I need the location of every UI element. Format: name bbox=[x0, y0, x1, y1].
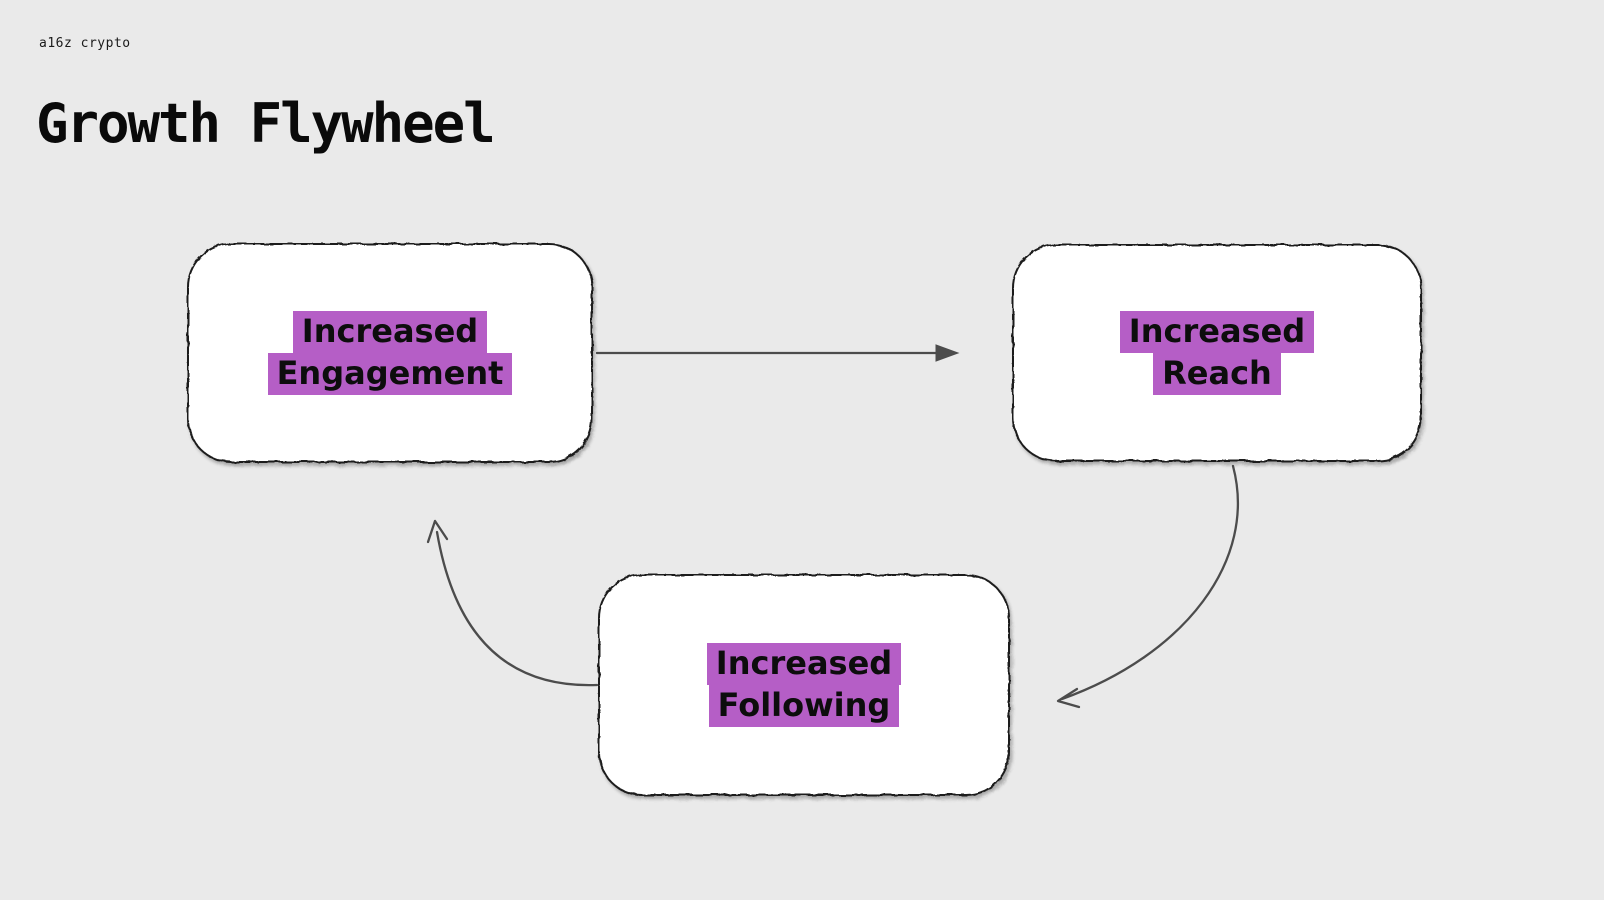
arrowhead-up-icon bbox=[426, 519, 449, 544]
node-label-line: Increased bbox=[1119, 311, 1315, 353]
page-title: Growth Flywheel bbox=[36, 92, 496, 155]
node-label-line: Engagement bbox=[267, 353, 513, 395]
node-increased-reach: Increased Reach bbox=[1012, 244, 1422, 462]
node-label-line: Increased bbox=[706, 643, 902, 685]
node-label-line: Increased bbox=[292, 311, 488, 353]
arrow-reach-to-following bbox=[1056, 464, 1239, 709]
arrow-following-to-engagement bbox=[426, 519, 599, 687]
node-label: Increased Following bbox=[706, 643, 902, 727]
node-label-line: Following bbox=[708, 685, 900, 727]
arrow-engagement-to-reach bbox=[595, 344, 960, 362]
node-label: Increased Reach bbox=[1119, 311, 1315, 395]
node-label-line: Reach bbox=[1153, 353, 1281, 395]
node-label: Increased Engagement bbox=[267, 311, 513, 395]
brand-text: a16z crypto bbox=[39, 36, 131, 51]
arrowhead-right-icon bbox=[935, 344, 960, 362]
node-increased-following: Increased Following bbox=[598, 574, 1010, 796]
arrowhead-left-icon bbox=[1056, 687, 1081, 709]
node-increased-engagement: Increased Engagement bbox=[187, 243, 593, 463]
